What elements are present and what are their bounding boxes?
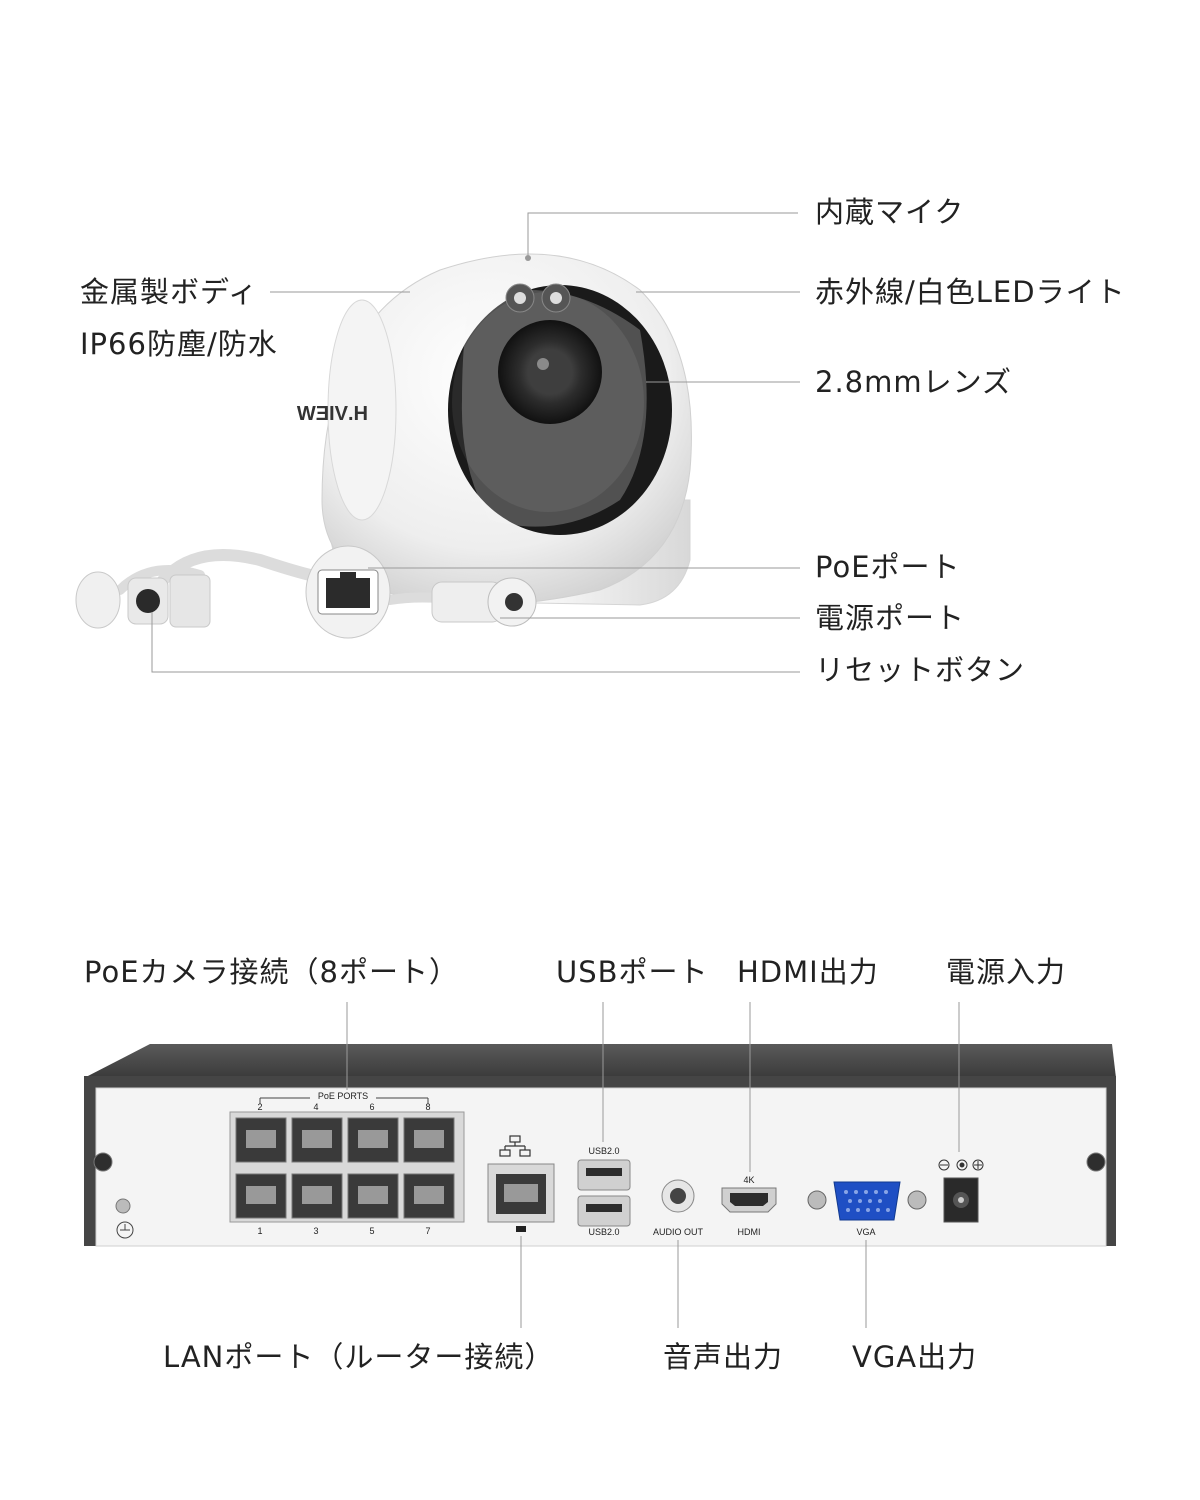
dome-camera: H.VIEW	[297, 253, 692, 606]
svg-text:5: 5	[369, 1226, 374, 1236]
mic-icon	[525, 255, 531, 261]
svg-text:8: 8	[425, 1102, 430, 1112]
hdmi-label: HDMI	[738, 1227, 761, 1237]
power-connector	[431, 577, 537, 627]
network-icon	[499, 1135, 531, 1157]
svg-text:1: 1	[257, 1226, 262, 1236]
label-lens: 2.8mmレンズ	[815, 365, 1013, 399]
reset-cap	[75, 571, 211, 629]
vga-port	[807, 1181, 927, 1221]
svg-text:7: 7	[425, 1226, 430, 1236]
label-vga: VGA出力	[852, 1340, 978, 1374]
label-poe-camera: PoEカメラ接続（8ポート）	[84, 955, 459, 989]
dc-jack-icon	[505, 593, 523, 611]
label-led: 赤外線/白色LEDライト	[815, 275, 1126, 309]
label-usb: USBポート	[556, 955, 709, 989]
camera-leader-lines	[151, 212, 800, 673]
lan-port	[487, 1135, 555, 1232]
power-in-port	[938, 1159, 984, 1223]
nvr-device	[84, 1044, 1116, 1247]
hdmi-port	[721, 1187, 777, 1213]
label-body: 金属製ボディ	[80, 275, 258, 309]
label-mic: 内蔵マイク	[815, 195, 965, 229]
svg-text:6: 6	[369, 1102, 374, 1112]
poe-connector	[305, 545, 391, 639]
label-lan: LANポート（ルーター接続）	[163, 1340, 555, 1374]
svg-text:2: 2	[257, 1102, 262, 1112]
label-reset: リセットボタン	[815, 653, 1026, 687]
usb-label-top: USB2.0	[588, 1146, 619, 1156]
label-ip66: IP66防塵/防水	[80, 327, 278, 361]
label-hdmi: HDMI出力	[737, 955, 879, 989]
svg-text:3: 3	[313, 1226, 318, 1236]
poe-ports-label: PoE PORTS	[318, 1091, 368, 1101]
label-poe-port: PoEポート	[815, 550, 961, 584]
ethernet-port-icon	[326, 578, 370, 608]
audio-out-label: AUDIO OUT	[653, 1227, 704, 1237]
brand-logo: H.VIEW	[297, 403, 368, 425]
usb-ports	[577, 1159, 631, 1227]
hdmi-4k-label: 4K	[743, 1175, 754, 1185]
nvr-leader-lines	[346, 1002, 960, 1328]
poe-port-block	[229, 1111, 465, 1223]
vga-label: VGA	[856, 1227, 875, 1237]
label-audio: 音声出力	[663, 1340, 784, 1374]
label-power-input: 電源入力	[946, 955, 1067, 989]
panel-printing: PoE PORTS 2 4 6 8 1 3 5 7 USB2.0 USB2.0 …	[257, 1091, 875, 1237]
audio-out-port	[661, 1179, 695, 1213]
svg-text:4: 4	[313, 1102, 318, 1112]
usb-label-bottom: USB2.0	[588, 1227, 619, 1237]
reset-button-icon	[136, 589, 160, 613]
dc-polarity-icon	[938, 1159, 984, 1171]
label-power-port: 電源ポート	[815, 601, 966, 635]
